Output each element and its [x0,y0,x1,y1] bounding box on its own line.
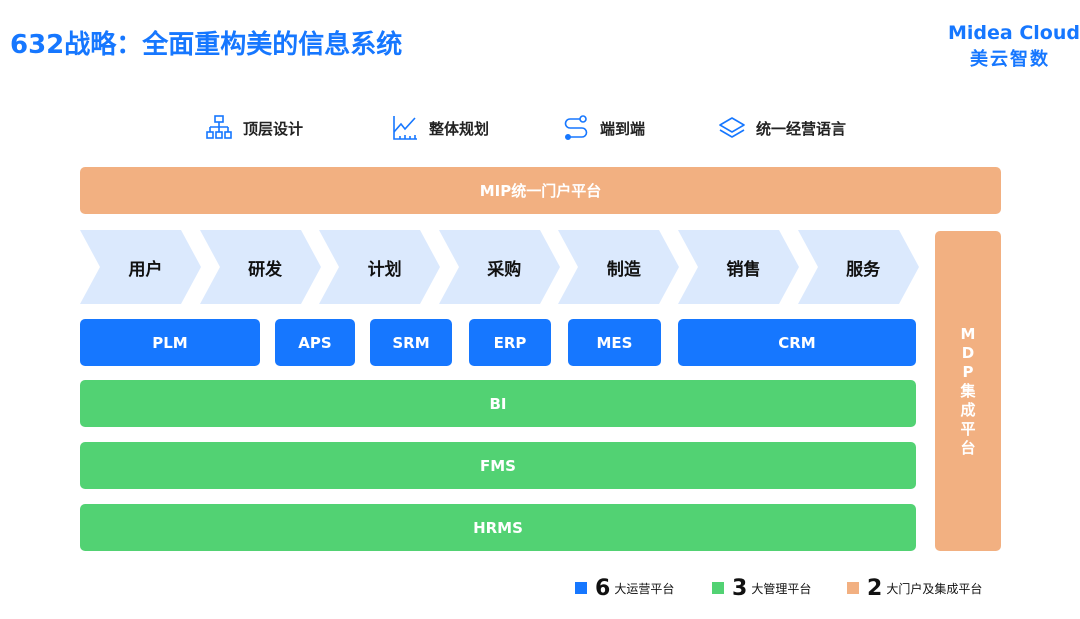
legend-swatch-orange [847,582,859,594]
system-label: CRM [778,333,816,352]
value-chain-step: 研发 [199,230,321,304]
principle-label: 统一经营语言 [756,119,847,138]
principle-label: 顶层设计 [243,119,304,138]
system-srm: SRM [370,319,452,366]
legend-text: 大管理平台 [751,581,812,596]
mdp-integration-bar: MDP集成平台 [935,231,1001,551]
chevron-shape [558,230,680,304]
chevron-shape [438,230,560,304]
legend-number: 3 [732,575,748,601]
system-label: FMS [480,456,516,475]
system-label: MES [596,333,633,352]
value-chain-step: 制造 [558,230,680,304]
legend-text: 大运营平台 [614,581,675,596]
logo-cn-text: 美云智数 [970,49,1050,70]
legend-swatch-blue [575,582,587,594]
principle-label: 端到端 [600,119,646,138]
chevron-shape [319,230,441,304]
system-hrms: HRMS [80,504,916,551]
layers-icon [719,117,745,138]
value-chain-label: 采购 [487,259,522,280]
chevron-shape [678,230,799,304]
legend-item-operation: 6 大运营平台 [575,574,674,602]
legend-item-portal-integration: 2 大门户及集成平台 [847,574,982,602]
mip-portal-label: MIP统一门户平台 [479,182,602,200]
system-label: ERP [493,333,527,352]
value-chain-step: 用户 [80,230,201,304]
system-plm: PLM [80,319,260,366]
route-icon [564,115,588,140]
chevron-shape [80,230,201,304]
legend-text: 大门户及集成平台 [886,581,983,596]
system-label: SRM [392,333,430,352]
system-crm: CRM [678,319,916,366]
principle-end-to-end: 端到端 [562,113,645,143]
system-label: HRMS [473,518,523,537]
value-chain-step: 采购 [438,230,560,304]
principle-overall-planning: 整体规划 [391,113,489,143]
principle-label: 整体规划 [429,119,490,138]
system-bi: BI [80,380,916,427]
value-chain-step: 服务 [797,230,919,304]
mdp-integration-label: MDP集成平台 [960,324,976,457]
value-chain-label: 服务 [846,259,881,280]
logo-en-text: Midea Cloud [948,22,1080,44]
value-chain-step: 计划 [319,230,441,304]
system-fms: FMS [80,442,916,489]
system-erp: ERP [469,319,551,366]
chart-ruler-icon [393,116,417,140]
value-chain-step: 销售 [678,230,799,304]
chevron-shape [199,230,321,304]
value-chain-label: 用户 [128,259,163,280]
org-chart-icon [206,115,232,139]
legend-swatch-green [712,582,724,594]
system-aps: APS [275,319,355,366]
system-label: PLM [152,333,188,352]
page-title: 632战略：全面重构美的信息系统 [10,30,403,60]
value-chain-label: 销售 [726,259,761,280]
chevron-shape [797,230,919,304]
value-chain-label: 研发 [248,259,283,280]
principle-unified-language: 统一经营语言 [718,113,846,143]
system-label: BI [489,394,507,413]
midea-cloud-logo: Midea Cloud 美云智数 [948,22,1080,71]
value-chain-label: 制造 [606,259,641,280]
principle-top-level-design: 顶层设计 [205,113,303,143]
legend-item-management: 3 大管理平台 [712,574,811,602]
legend-number: 2 [867,575,883,601]
value-chain-label: 计划 [367,259,402,280]
legend-number: 6 [595,575,611,601]
mip-portal-bar: MIP统一门户平台 [80,167,1001,214]
system-mes: MES [568,319,661,366]
system-label: APS [298,333,332,352]
